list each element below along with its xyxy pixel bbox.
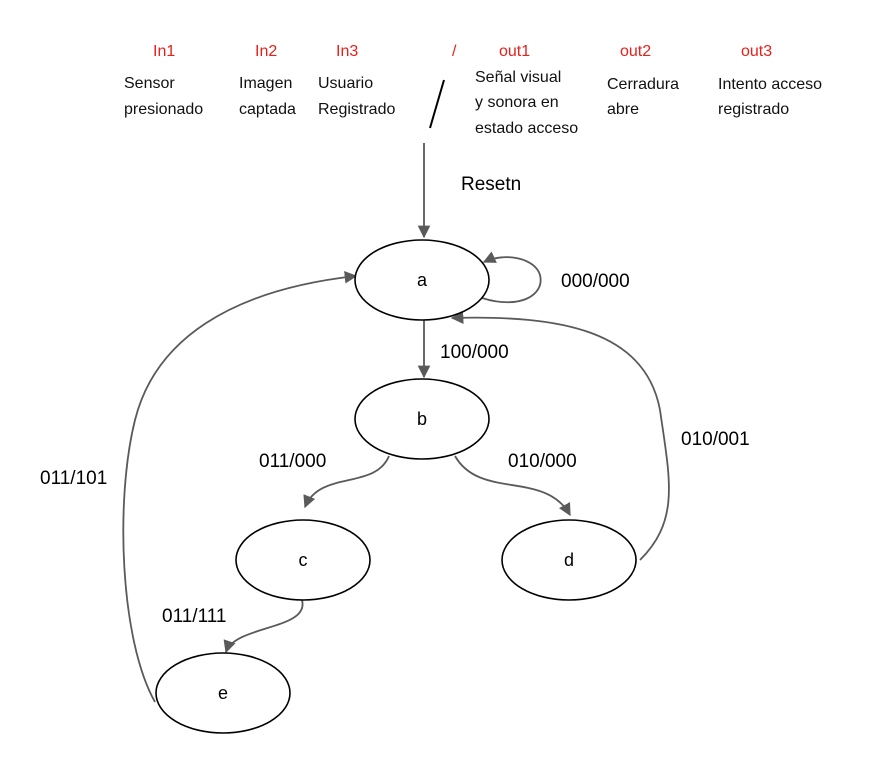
legend-in1-desc-line2: presionado bbox=[124, 101, 203, 118]
edge-c-e bbox=[223, 599, 304, 654]
legend-in3-desc-line1: Usuario bbox=[318, 75, 373, 92]
legend-out2-code: out2 bbox=[620, 43, 651, 60]
edge-d-a bbox=[450, 311, 670, 561]
legend-out2-desc-line1: Cerradura bbox=[607, 76, 679, 93]
legend-out2-desc-line2: abre bbox=[607, 101, 639, 118]
state-a: a bbox=[354, 239, 490, 321]
state-c-label: c bbox=[299, 550, 308, 570]
legend-in3-desc-line2: Registrado bbox=[318, 101, 395, 118]
separator-slash-line bbox=[429, 79, 445, 129]
legend-out1-desc-line3: estado acceso bbox=[475, 120, 578, 137]
state-e-ellipse bbox=[155, 652, 291, 734]
state-e: e bbox=[155, 652, 291, 734]
state-c-ellipse bbox=[235, 519, 371, 601]
edge-label-e-a: 011/101 bbox=[40, 468, 107, 489]
edge-label-b-d: 010/000 bbox=[508, 451, 577, 472]
edge-label-b-c: 011/000 bbox=[259, 451, 326, 472]
state-a-ellipse bbox=[354, 239, 490, 321]
edge-label-c-e: 011/111 bbox=[162, 606, 226, 627]
reset-label: Resetn bbox=[461, 174, 521, 195]
legend-out1-desc-line2: y sonora en bbox=[475, 94, 559, 111]
state-b-label: b bbox=[417, 409, 427, 429]
legend-out3-desc-line1: Intento acceso bbox=[718, 76, 822, 93]
edge-label-a-b: 100/000 bbox=[440, 342, 509, 363]
legend-out1-desc-line1: Señal visual bbox=[475, 69, 561, 86]
legend-in2-code: In2 bbox=[255, 43, 277, 60]
edge-label-a-a: 000/000 bbox=[561, 271, 630, 292]
edge-e-a bbox=[122, 270, 358, 703]
edge-b-d bbox=[454, 455, 571, 517]
legend-in3-code: In3 bbox=[336, 43, 358, 60]
state-b: b bbox=[354, 378, 490, 460]
legend-out3-code: out3 bbox=[741, 43, 772, 60]
legend-separator: / bbox=[452, 43, 457, 60]
state-e-label: e bbox=[218, 683, 228, 703]
legend-out3-desc-line2: registrado bbox=[718, 101, 789, 118]
state-d: d bbox=[501, 519, 637, 601]
legend-out1-code: out1 bbox=[499, 43, 530, 60]
state-a-label: a bbox=[417, 270, 428, 290]
edge-b-c bbox=[303, 455, 390, 509]
legend-in2-desc-line1: Imagen bbox=[239, 75, 292, 92]
legend-in1-code: In1 bbox=[153, 43, 175, 60]
state-b-ellipse bbox=[354, 378, 490, 460]
edge-label-d-a: 010/001 bbox=[681, 429, 750, 450]
legend-in1-desc-line1: Sensor bbox=[124, 75, 175, 92]
state-d-ellipse bbox=[501, 519, 637, 601]
edge-a-a bbox=[481, 251, 542, 304]
state-c: c bbox=[235, 519, 371, 601]
state-d-label: d bbox=[564, 550, 574, 570]
legend-in2-desc-line2: captada bbox=[239, 101, 296, 118]
legend: In1 Sensor presionado In2 Imagen captada… bbox=[124, 43, 822, 137]
